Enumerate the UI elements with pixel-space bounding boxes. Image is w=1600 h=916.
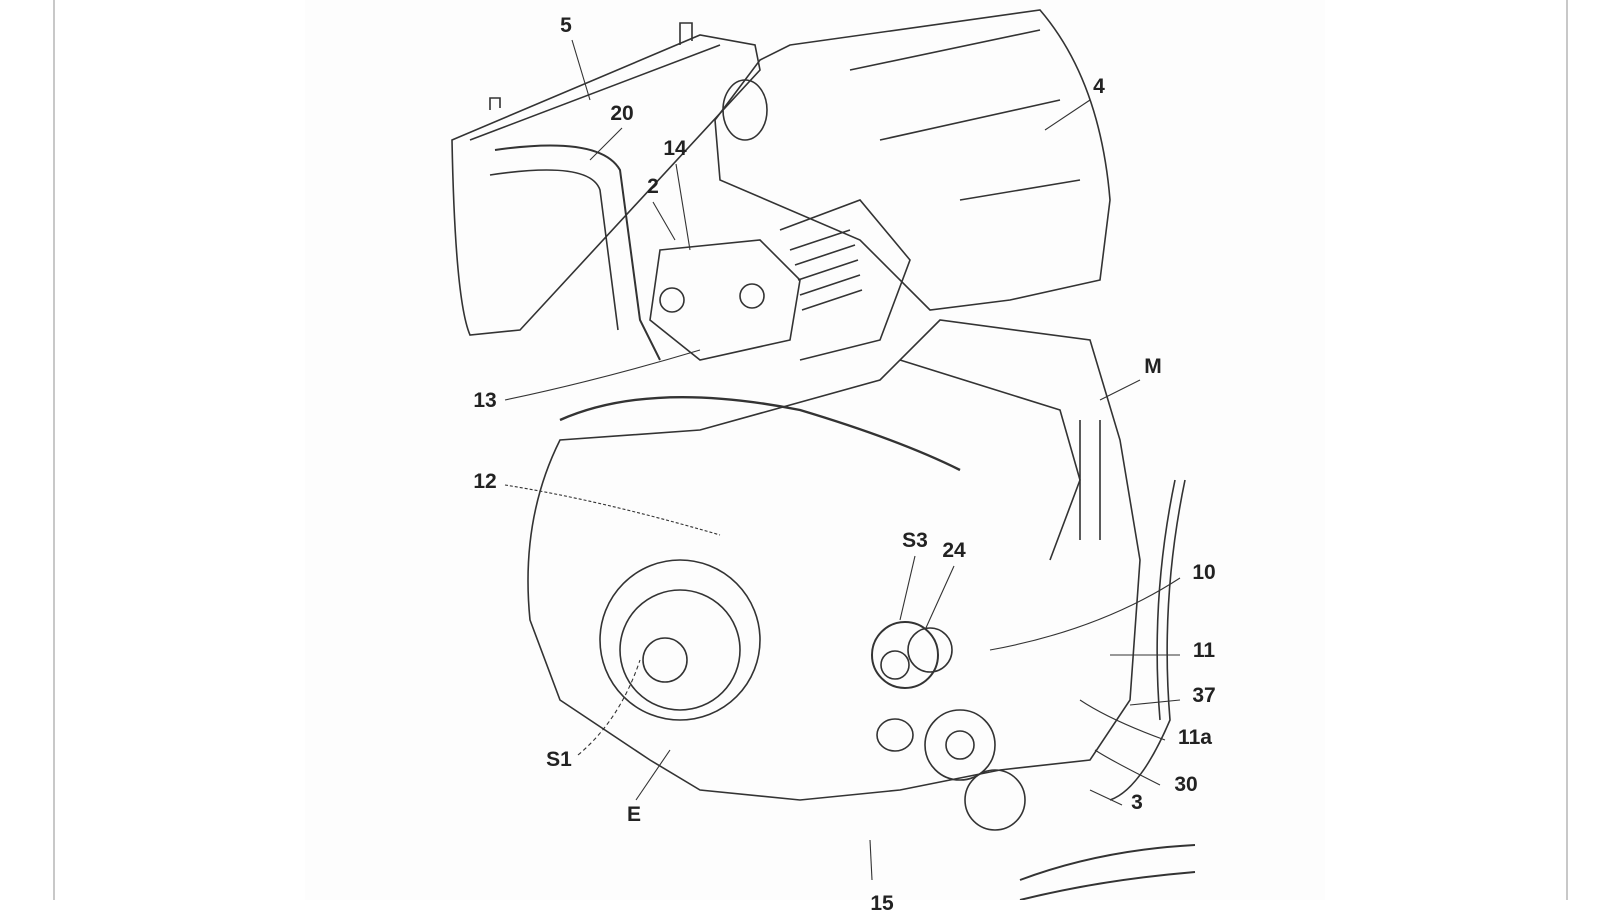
hose bbox=[494, 144, 661, 361]
crankcase bbox=[527, 319, 1141, 801]
cable bbox=[559, 395, 961, 472]
ref-label-S1: S1 bbox=[546, 748, 572, 771]
sprocket bbox=[871, 621, 939, 689]
water-pump bbox=[924, 709, 996, 781]
page-border-right bbox=[1566, 0, 1568, 900]
ref-label-11a: 11a bbox=[1178, 726, 1212, 749]
air-box bbox=[714, 9, 1111, 311]
radiator-shroud bbox=[451, 34, 761, 336]
ref-label-10: 10 bbox=[1192, 561, 1216, 584]
exhaust-pipe bbox=[1019, 844, 1196, 900]
ref-label-5: 5 bbox=[560, 14, 572, 37]
ref-label-3: 3 bbox=[1131, 791, 1143, 814]
ref-label-24: 24 bbox=[942, 539, 966, 562]
ref-label-4: 4 bbox=[1093, 75, 1105, 98]
ref-label-E: E bbox=[626, 803, 642, 826]
cylinder-head bbox=[649, 239, 801, 361]
ref-label-13: 13 bbox=[473, 389, 497, 412]
ref-label-M: M bbox=[1144, 355, 1162, 378]
ref-label-37: 37 bbox=[1192, 684, 1216, 707]
ref-label-14: 14 bbox=[663, 137, 687, 160]
ref-label-15: 15 bbox=[870, 892, 894, 915]
ref-label-11: 11 bbox=[1192, 639, 1216, 662]
ref-label-30: 30 bbox=[1174, 773, 1198, 796]
page-border-left bbox=[53, 0, 55, 900]
ref-label-12: 12 bbox=[473, 470, 497, 493]
ref-label-S3: S3 bbox=[902, 529, 928, 552]
generator-cover bbox=[599, 559, 761, 721]
ref-label-2: 2 bbox=[647, 175, 659, 198]
ref-label-20: 20 bbox=[610, 102, 634, 125]
